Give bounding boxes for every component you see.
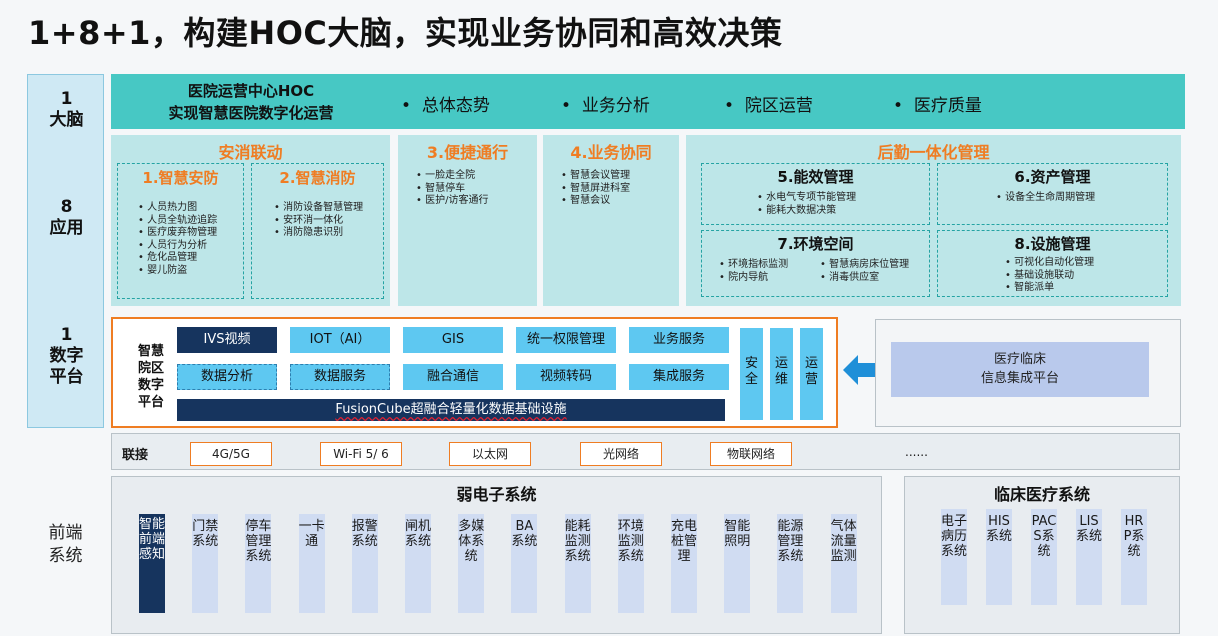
- weak-current-item: 智能前端感知: [139, 514, 165, 613]
- connectivity-bar: 联接 4G/5G Wi-Fi 5/ 6 以太网 光网络 物联网络 ......: [111, 433, 1180, 470]
- weak-current-item: 能源管理系统: [777, 514, 803, 613]
- access-title: 3.便捷通行: [426, 143, 509, 162]
- layer-label-apps-num: 8: [60, 197, 73, 217]
- security-box: 1.智慧安防 人员热力图 人员全轨迹追踪 医疗废弃物管理 人员行为分析 危化品管…: [117, 163, 244, 299]
- platform-business-service: 业务服务: [629, 327, 729, 353]
- clinical-system-item: PACS系统: [1031, 509, 1057, 605]
- left-layer-column: 1 大脑 8 应用 1 数字 平台: [27, 74, 104, 428]
- layer-label-frontend-2: 系统: [48, 546, 83, 566]
- energy-box: 5.能效管理 水电气专项节能管理 能耗大数据决策: [701, 163, 930, 225]
- collab-panel: 4.业务协同 智慧会议管理 智慧屏进科室 智慧会议: [543, 135, 679, 306]
- weak-current-item: 报警系统: [351, 514, 378, 613]
- platform-data-analysis: 数据分析: [177, 364, 277, 390]
- hoc-subtitle: 实现智慧医院数字化运营: [168, 104, 334, 122]
- clinical-system-item: LIS系统: [1076, 509, 1102, 605]
- hoc-item-quality: • 医疗质量: [893, 96, 982, 116]
- facility-title: 8.设施管理: [1014, 235, 1091, 253]
- weak-current-section: 弱电子系统 智能前端感知 门禁系统 停车管理系统 一卡通报警系统 闸机系统 多媒体系统 BA…: [111, 476, 882, 634]
- collab-title: 4.业务协同: [570, 143, 652, 162]
- digital-platform-box: 智慧 院区 数字 平台 IVS视频 IOT（AI） GIS 统一权限管理 业务服…: [111, 317, 838, 428]
- platform-ops: 运维: [770, 328, 793, 420]
- fusioncube-base: FusionCube超融合轻量化数据基础设施: [177, 399, 725, 421]
- weak-current-item: 能耗监测系统: [564, 514, 591, 613]
- layer-label-brain: 大脑: [49, 110, 84, 130]
- hoc-item-business: • 业务分析: [561, 96, 650, 116]
- platform-video-transcode: 视频转码: [516, 364, 616, 390]
- energy-title: 5.能效管理: [777, 168, 854, 186]
- arrow-left-icon: [843, 355, 881, 385]
- page-title: 1+8+1，构建HOC大脑，实现业务协同和高效决策: [28, 14, 783, 52]
- weak-current-title: 弱电子系统: [456, 485, 537, 504]
- clinical-system-item: HRP系统: [1121, 509, 1147, 605]
- layer-label-frontend-1: 前端: [48, 523, 83, 543]
- collab-list: 智慧会议管理 智慧屏进科室 智慧会议: [561, 170, 630, 208]
- logistics-panel: 后勤一体化管理 5.能效管理 水电气专项节能管理 能耗大数据决策 6.资产管理 …: [686, 135, 1181, 306]
- env-list-left: 环境指标监测 院内导航: [719, 259, 788, 284]
- asset-box: 6.资产管理 设备全生命周期管理: [937, 163, 1168, 225]
- connectivity-label: 联接: [122, 448, 149, 463]
- platform-label: 智慧 院区 数字 平台: [137, 344, 164, 410]
- platform-data-service: 数据服务: [290, 364, 390, 390]
- fire-list: 消防设备智慧管理 安环消一体化 消防隐患识别: [274, 202, 363, 240]
- safety-title: 安消联动: [218, 143, 283, 162]
- weak-current-item: 多媒体系统: [458, 514, 484, 613]
- platform-fusion-comm: 融合通信: [403, 364, 503, 390]
- connect-4g5g: 4G/5G: [190, 442, 272, 466]
- connect-ethernet: 以太网: [449, 442, 531, 466]
- asset-title: 6.资产管理: [1014, 168, 1091, 186]
- platform-gis: GIS: [403, 327, 503, 353]
- access-panel: 3.便捷通行 一脸走全院 智慧停车 医护/访客通行: [398, 135, 537, 306]
- hoc-item-campus: • 院区运营: [724, 96, 813, 116]
- hoc-brain-bar: 医院运营中心HOC 实现智慧医院数字化运营 • 总体态势 • 业务分析 • 院区…: [111, 74, 1185, 129]
- platform-operation: 运营: [800, 328, 823, 420]
- weak-current-item: BA系统: [511, 514, 537, 613]
- fire-box: 2.智慧消防 消防设备智慧管理 安环消一体化 消防隐患识别: [251, 163, 384, 299]
- facility-list: 可视化自动化管理 基础设施联动 智能派单: [1005, 257, 1094, 295]
- energy-list: 水电气专项节能管理 能耗大数据决策: [757, 192, 856, 217]
- layer-label-platform-2: 平台: [49, 367, 84, 387]
- weak-current-item: 环境监测系统: [617, 514, 644, 613]
- weak-current-item: 门禁系统: [192, 514, 218, 613]
- facility-box: 8.设施管理 可视化自动化管理 基础设施联动 智能派单: [937, 230, 1168, 297]
- connect-optical: 光网络: [580, 442, 662, 466]
- platform-integration-service: 集成服务: [629, 364, 729, 390]
- clinical-systems-section: 临床医疗系统 电子病历系统 HIS系统 PACS系统 LIS系统 HRP系统: [904, 476, 1180, 634]
- hoc-item-overview: • 总体态势: [401, 96, 490, 116]
- layer-label-brain-num: 1: [60, 89, 73, 109]
- weak-current-item: 一卡通: [298, 514, 325, 613]
- security-title: 1.智慧安防: [142, 169, 219, 187]
- weak-current-item: 停车管理系统: [245, 514, 271, 613]
- connect-iot: 物联网络: [710, 442, 792, 466]
- logistics-title: 后勤一体化管理: [877, 143, 990, 162]
- env-title: 7.环境空间: [777, 235, 854, 253]
- safety-panel: 安消联动 1.智慧安防 人员热力图 人员全轨迹追踪 医疗废弃物管理 人员行为分析…: [111, 135, 390, 306]
- connect-wifi: Wi-Fi 5/ 6: [320, 442, 402, 466]
- clinical-systems-title: 临床医疗系统: [993, 485, 1090, 504]
- env-box: 7.环境空间 环境指标监测 院内导航 智慧病房床位管理 消毒供应室: [701, 230, 930, 297]
- layer-label-apps: 应用: [49, 218, 84, 238]
- platform-unified-permission: 统一权限管理: [516, 327, 616, 353]
- clinical-platform-box: 医疗临床 信息集成平台: [891, 342, 1149, 397]
- asset-list: 设备全生命周期管理: [996, 192, 1095, 205]
- weak-current-item: 闸机系统: [405, 514, 431, 613]
- access-list: 一脸走全院 智慧停车 医护/访客通行: [416, 170, 488, 208]
- clinical-system-item: HIS系统: [986, 509, 1012, 605]
- platform-ivs-video: IVS视频: [177, 327, 277, 353]
- weak-current-item: 充电桩管理: [671, 514, 697, 613]
- fire-title: 2.智慧消防: [279, 169, 356, 187]
- hoc-title: 医院运营中心HOC: [187, 82, 315, 100]
- security-list: 人员热力图 人员全轨迹追踪 医疗废弃物管理 人员行为分析 危化品管理 婴儿防盗: [138, 202, 217, 278]
- connect-more: ......: [905, 445, 928, 459]
- weak-current-item: 智能照明: [724, 514, 750, 613]
- platform-security: 安全: [740, 328, 763, 420]
- platform-iot-ai: IOT（AI）: [290, 327, 390, 353]
- layer-label-platform-num: 1: [60, 325, 73, 345]
- layer-label-platform-1: 数字: [49, 346, 84, 366]
- clinical-system-item: 电子病历系统: [941, 509, 967, 605]
- env-list-right: 智慧病房床位管理 消毒供应室: [820, 259, 909, 284]
- weak-current-item: 气体流量监测: [830, 514, 857, 613]
